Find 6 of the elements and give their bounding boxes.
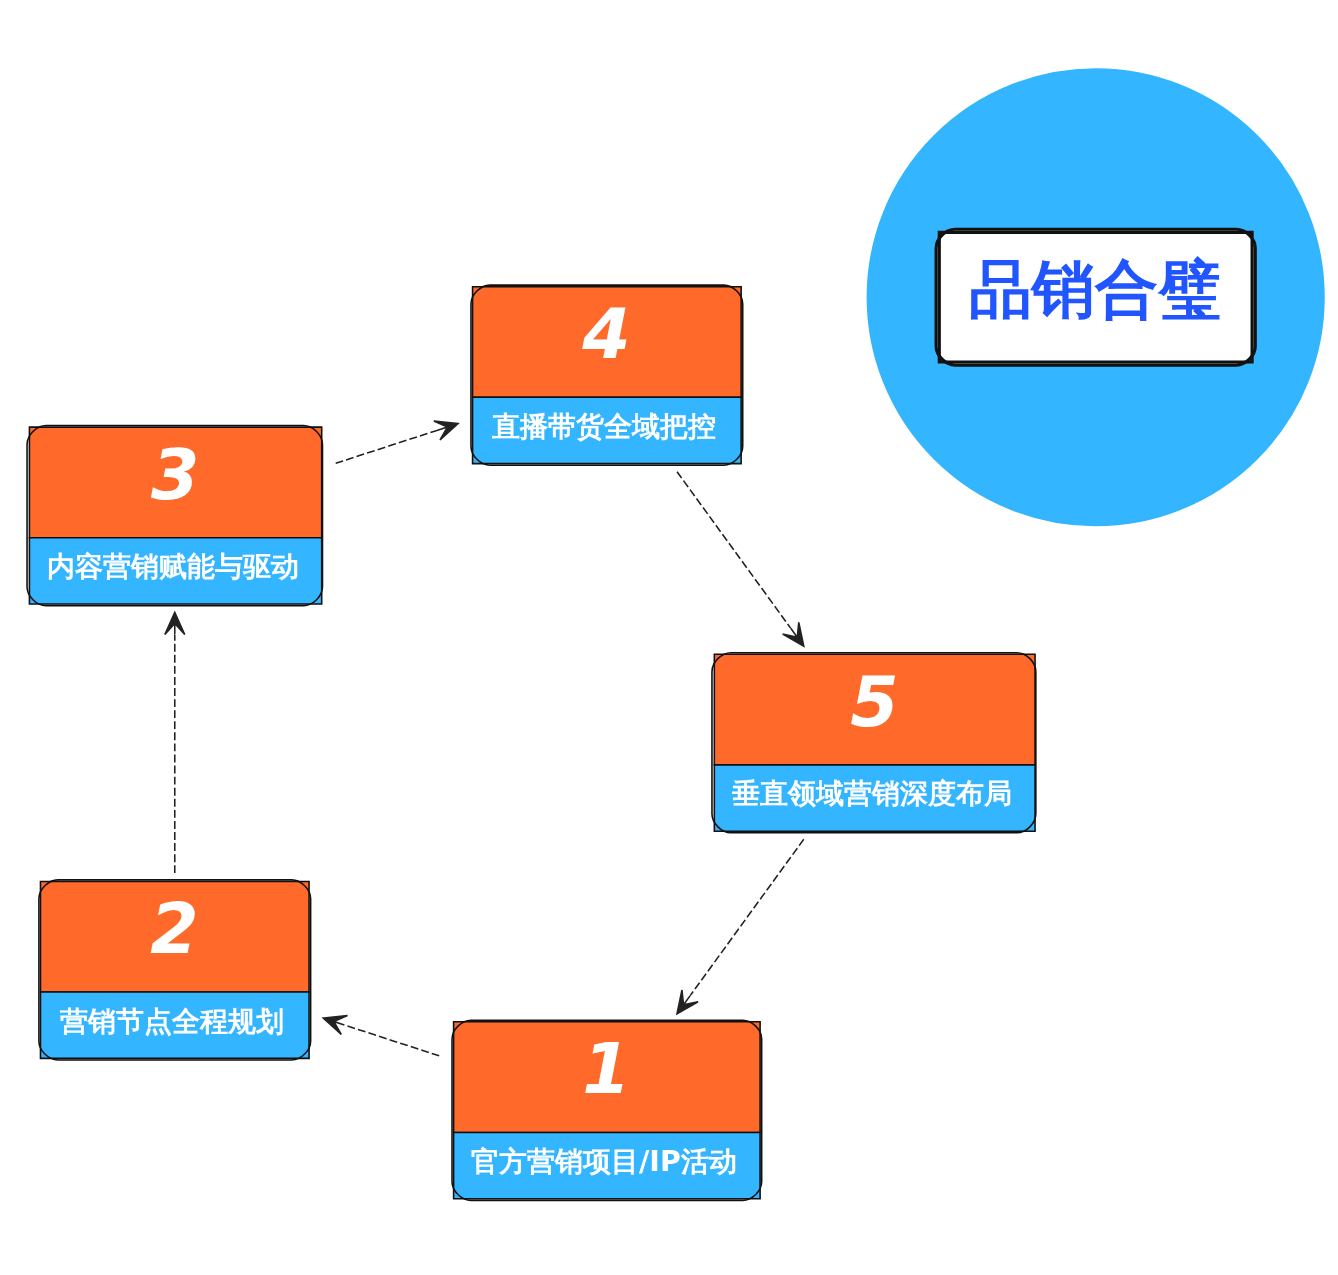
- arrow: [334, 419, 459, 464]
- arrow: [164, 611, 186, 874]
- arrow: [676, 470, 805, 647]
- arrow: [676, 838, 805, 1015]
- arrow: [322, 1014, 440, 1057]
- node-circle: 品销合璧: [866, 67, 1325, 526]
